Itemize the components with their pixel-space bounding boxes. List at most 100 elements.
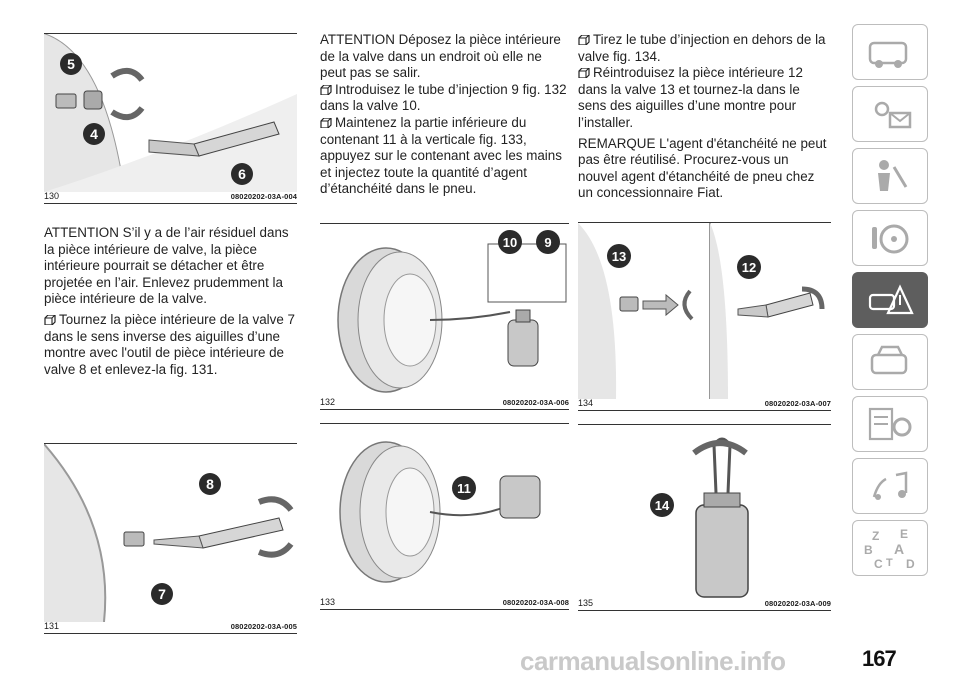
figure-131-caption: 131 08020202-03A-005 <box>44 621 297 634</box>
bullet-box-icon <box>578 35 590 45</box>
sidebar-item-index[interactable]: Z E B A C T D <box>852 520 928 576</box>
label-5 <box>60 53 82 75</box>
figure-130: 5 4 6 130 08020202-03A-004 <box>44 33 297 204</box>
seat-safety-icon <box>878 160 908 191</box>
step-reinstall-core: Réintroduisez la pièce intérieure 12 dan… <box>578 65 831 131</box>
sidebar-item-specs[interactable] <box>852 396 928 452</box>
figure-131: 8 7 131 08020202-03A-005 <box>44 443 297 634</box>
label-7 <box>151 583 173 605</box>
step-pull-tube-text: Tirez le tube d’injection en dehors de l… <box>578 32 826 64</box>
step-inject-sealant-text: Maintenez la partie inférieure du conten… <box>320 114 562 197</box>
label-12 <box>737 255 761 279</box>
label-6 <box>231 163 253 185</box>
index-letter-z: Z <box>872 529 879 543</box>
figure-131-illustration: 8 7 <box>44 444 294 622</box>
figure-134-illustration: 13 12 <box>578 223 825 399</box>
index-letters-icon: Z E B A C T D <box>864 527 915 570</box>
step-insert-tube-text: Introduisez le tube d’injection 9 fig. 1… <box>320 81 567 114</box>
label-8 <box>199 473 221 495</box>
figure-135-illustration: 14 <box>650 437 749 598</box>
figure-135-code: 08020202-03A-009 <box>764 599 831 608</box>
warning-lights-icon <box>874 101 912 129</box>
step-remove-valve-core-text: Tournez la pièce intérieure de la valve … <box>44 311 295 377</box>
sidebar-item-warning-lights[interactable] <box>852 86 928 142</box>
label-7-text: 7 <box>158 586 166 602</box>
label-14 <box>650 493 674 517</box>
watermark: carmanualsonline.info <box>520 646 786 676</box>
figure-130-number: 130 <box>44 191 60 201</box>
label-10-text: 10 <box>503 235 517 250</box>
sidebar-item-safety[interactable] <box>852 148 928 204</box>
figure-134-number: 134 <box>578 398 594 408</box>
bullet-box-icon <box>44 314 56 325</box>
bullet-box-icon <box>320 117 332 128</box>
index-letter-c: C <box>874 557 883 570</box>
figure-132-number: 132 <box>320 397 336 407</box>
figure-132-caption: 132 08020202-03A-006 <box>320 397 569 410</box>
sidebar-item-driving[interactable] <box>852 210 928 266</box>
column-middle-text: ATTENTION Déposez la pièce intérieure de… <box>320 32 569 198</box>
step-inject-sealant: Maintenez la partie inférieure du conten… <box>320 115 569 198</box>
index-letter-e: E <box>900 527 908 541</box>
label-13-text: 13 <box>612 249 626 264</box>
label-11-text: 11 <box>457 481 471 496</box>
index-letter-b: B <box>864 543 873 557</box>
step-remove-valve-core: Tournez la pièce intérieure de la valve … <box>44 312 297 378</box>
emergency-icon <box>868 284 914 315</box>
step-reinstall-core-text: Réintroduisez la pièce intérieure 12 dan… <box>578 65 803 130</box>
index-letter-t: T <box>886 557 893 569</box>
steering-wheel-icon <box>872 224 909 254</box>
sidebar-item-service[interactable] <box>852 334 928 390</box>
label-9-text: 9 <box>544 235 551 250</box>
page-number: 167 <box>862 646 897 671</box>
car-dashboard-icon <box>868 41 908 68</box>
figure-130-code: 08020202-03A-004 <box>230 192 297 201</box>
label-6-text: 6 <box>238 166 246 182</box>
figure-135-caption: 135 08020202-03A-009 <box>578 598 831 611</box>
label-13 <box>607 244 631 268</box>
figure-132-illustration: 10 9 <box>337 230 567 393</box>
multimedia-icon <box>872 471 908 500</box>
figure-130-illustration: 5 4 6 <box>44 34 297 192</box>
column-left-text: ATTENTION S’il y a de l’air résiduel dan… <box>44 225 297 378</box>
figure-132: 10 9 132 08020202-03A-006 <box>320 223 569 410</box>
remark-sealant: REMARQUE L'agent d'étanchéité ne peut pa… <box>578 135 827 201</box>
figure-133-illustration: 11 <box>339 441 541 583</box>
sidebar-item-emergency[interactable] <box>852 272 928 328</box>
label-4-text: 4 <box>90 126 98 142</box>
figure-131-number: 131 <box>44 621 60 631</box>
figure-134-caption: 134 08020202-03A-007 <box>578 398 831 411</box>
label-14-text: 14 <box>655 498 670 513</box>
label-8-text: 8 <box>206 476 214 492</box>
label-10 <box>498 230 522 254</box>
label-12-text: 12 <box>742 260 756 275</box>
bullet-box-icon <box>320 84 332 95</box>
label-5-text: 5 <box>67 56 75 72</box>
column-right-text: Tirez le tube d’injection en dehors de l… <box>578 32 831 202</box>
label-11 <box>452 476 476 500</box>
figure-133: 11 133 08020202-03A-008 <box>320 423 569 610</box>
figure-134: 13 12 134 08020202-03A-007 <box>578 222 831 411</box>
figure-130-caption: 130 08020202-03A-004 <box>44 191 297 204</box>
figure-135: 14 135 08020202-03A-009 <box>578 424 831 611</box>
sidebar-item-multimedia[interactable] <box>852 458 928 514</box>
label-9 <box>536 230 560 254</box>
attention-residual-air: ATTENTION S’il y a de l’air résiduel dan… <box>44 225 289 307</box>
step-insert-tube: Introduisez le tube d’injection 9 fig. 1… <box>320 82 569 115</box>
chapter-sidebar: Z E B A C T D <box>852 24 928 582</box>
figure-134-code: 08020202-03A-007 <box>764 399 831 408</box>
specs-gear-icon <box>868 407 912 441</box>
figure-133-number: 133 <box>320 597 336 607</box>
figure-132-code: 08020202-03A-006 <box>502 398 569 407</box>
figure-133-code: 08020202-03A-008 <box>502 598 569 607</box>
car-service-icon <box>870 345 908 375</box>
index-letter-d: D <box>906 557 915 570</box>
label-4 <box>83 123 105 145</box>
sidebar-item-dashboard[interactable] <box>852 24 928 80</box>
figure-133-caption: 133 08020202-03A-008 <box>320 597 569 610</box>
bullet-box-icon <box>578 68 590 79</box>
figure-131-code: 08020202-03A-005 <box>230 622 297 631</box>
figure-135-number: 135 <box>578 598 594 608</box>
attention-store-valve-core: ATTENTION Déposez la pièce intérieure de… <box>320 32 561 81</box>
step-pull-tube: Tirez le tube d’injection en dehors de l… <box>578 32 831 65</box>
